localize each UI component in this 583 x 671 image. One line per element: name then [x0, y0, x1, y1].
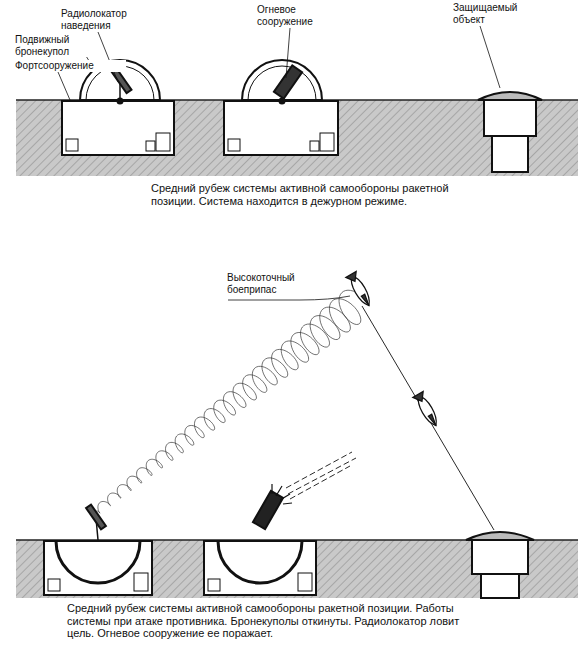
precision-munition	[346, 271, 374, 308]
ground-top	[16, 100, 578, 176]
caption-text: Средний рубеж системы активной самооборо…	[150, 182, 482, 207]
fort-structure-open	[44, 505, 152, 595]
fire-structure-open	[204, 484, 316, 595]
ground-bottom	[16, 540, 578, 598]
radar-beam	[97, 290, 364, 513]
fire-trace	[286, 452, 356, 499]
part-label: Радиолокатор наведения	[60, 8, 142, 31]
leader-line-munition	[228, 296, 350, 300]
munition-path	[362, 306, 494, 530]
protected-silo	[478, 92, 542, 172]
part-label: Огневое сооружение	[256, 4, 338, 27]
radar-beam-spiral	[97, 290, 364, 513]
protected-silo-bottom	[466, 532, 534, 598]
part-label: Подвижный бронекупол	[14, 34, 88, 57]
fort-structure	[62, 60, 174, 155]
caption-text: Средний рубеж системы активной самооборо…	[66, 602, 488, 640]
part-label: Защищаемый объект	[452, 2, 534, 25]
munition-second	[413, 391, 441, 428]
part-label: Высокоточный боеприпас	[226, 272, 310, 295]
part-label: Фортсооружение	[14, 60, 126, 72]
fire-structure	[224, 60, 338, 155]
